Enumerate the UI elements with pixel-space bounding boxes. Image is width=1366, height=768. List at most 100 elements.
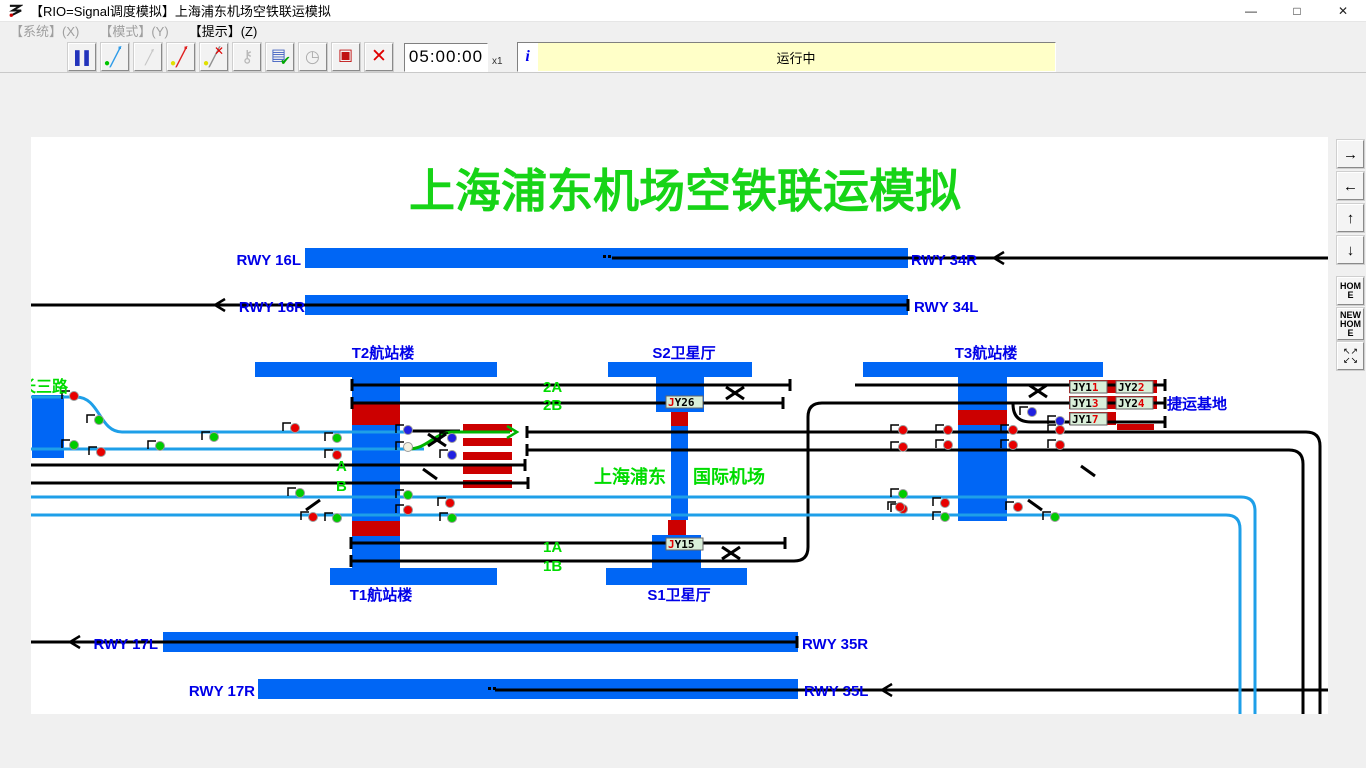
key-unlock-button: ⚷	[233, 43, 261, 71]
signal-light[interactable]	[96, 447, 106, 457]
main-title: 上海浦东机场空铁联运模拟	[409, 165, 961, 217]
fullscreen-button[interactable]: ↖↗↙↘	[1337, 342, 1364, 370]
signal-light[interactable]	[447, 513, 457, 523]
save-button[interactable]: ▣	[332, 43, 360, 71]
timer-button: ◷	[299, 43, 327, 71]
signal-light[interactable]	[1008, 440, 1018, 450]
train-id-box[interactable]	[665, 537, 704, 551]
direction-arrow	[212, 297, 226, 313]
signal-base	[935, 424, 944, 433]
train-id-text: JY11	[1072, 381, 1099, 394]
window-title: 【RIO=Signal调度模拟】上海浦东机场空铁联运模拟	[30, 4, 331, 19]
depot-track	[463, 438, 512, 446]
pan-up-button[interactable]: ↑	[1337, 204, 1364, 232]
train-id-box[interactable]	[1069, 412, 1108, 426]
train-id-box[interactable]	[1115, 396, 1154, 410]
maximize-button[interactable]: □	[1293, 3, 1301, 18]
signal-base	[88, 446, 97, 455]
pause-button[interactable]: ▌▌	[68, 43, 96, 71]
signal-light[interactable]	[898, 489, 908, 499]
signal-light[interactable]	[332, 450, 342, 460]
signal-light[interactable]	[403, 442, 413, 452]
building-label: S1卫星厅	[647, 587, 710, 604]
switch-indicator	[1027, 498, 1043, 512]
depot-track	[463, 424, 512, 432]
menu-hint[interactable]: 【提示】(Z)	[188, 24, 258, 39]
train-id-box[interactable]	[665, 395, 704, 409]
track-label: 2B	[543, 397, 562, 414]
signal-light[interactable]	[1050, 512, 1060, 522]
runway-label: RWY 34R	[911, 252, 977, 269]
signal-base	[1005, 501, 1014, 510]
signal-light[interactable]	[290, 423, 300, 433]
depot-track	[463, 466, 512, 474]
pan-down-button[interactable]: ↓	[1337, 236, 1364, 264]
signal-light[interactable]	[155, 441, 165, 451]
signal-light[interactable]	[1013, 502, 1023, 512]
train-id-text: JY17	[1072, 413, 1099, 426]
signal-light[interactable]	[895, 502, 905, 512]
pan-right-button[interactable]: →	[1337, 140, 1364, 168]
track-label: 2A	[543, 379, 562, 396]
signal-base	[890, 441, 899, 450]
signal-light[interactable]	[940, 512, 950, 522]
signal-light[interactable]	[447, 450, 457, 460]
signal-light[interactable]	[943, 440, 953, 450]
signal-light[interactable]	[94, 415, 104, 425]
signal-light[interactable]	[332, 513, 342, 523]
track-line	[31, 513, 1242, 714]
titlebar: 【RIO=Signal调度模拟】上海浦东机场空铁联运模拟 — □ ✕	[0, 0, 1366, 22]
runway-label: RWY 35L	[804, 683, 868, 700]
signal-light[interactable]	[69, 440, 79, 450]
train-id-box[interactable]	[1115, 380, 1154, 394]
train-id-box[interactable]	[1069, 396, 1108, 410]
signal-base	[395, 504, 404, 513]
signal-light[interactable]	[940, 498, 950, 508]
new-home-button[interactable]: NEW HOME	[1337, 308, 1364, 340]
signal-light[interactable]	[332, 433, 342, 443]
task-list-button[interactable]: ▤✔	[266, 43, 294, 71]
track-line	[527, 430, 1322, 714]
exit-button[interactable]: ✕	[365, 43, 393, 71]
signal-light[interactable]	[403, 490, 413, 500]
close-button[interactable]: ✕	[1337, 3, 1349, 18]
app-icon	[9, 4, 23, 17]
signal-open-button[interactable]: ╱▪●	[101, 43, 129, 71]
signal-light[interactable]	[209, 432, 219, 442]
signal-light[interactable]	[1055, 440, 1065, 450]
minimize-button[interactable]: —	[1245, 3, 1257, 18]
signal-light[interactable]	[1055, 425, 1065, 435]
train-id-text: JY15	[668, 538, 695, 551]
signal-light[interactable]	[308, 512, 318, 522]
terminal-t1-bar	[330, 568, 497, 585]
home-button[interactable]: HOME	[1337, 277, 1364, 305]
track-line	[31, 495, 1257, 714]
signal-light[interactable]	[403, 425, 413, 435]
occupied-block	[671, 412, 688, 426]
signal-light[interactable]	[1055, 416, 1065, 426]
signal-light[interactable]	[69, 391, 79, 401]
terminal-t3-bar	[863, 362, 1103, 377]
signal-base	[300, 511, 309, 520]
signal-base	[439, 432, 448, 441]
signal-light[interactable]	[403, 505, 413, 515]
direction-arrow	[879, 682, 893, 698]
signal-light[interactable]	[447, 433, 457, 443]
signal-light[interactable]	[898, 425, 908, 435]
signal-stop-button[interactable]: ╱▪●	[167, 43, 195, 71]
signal-light[interactable]	[1027, 407, 1037, 417]
train-id-box[interactable]	[1069, 380, 1108, 394]
runway-label: RWY 17R	[189, 683, 255, 700]
signal-base	[1000, 439, 1009, 448]
signal-light[interactable]	[1008, 425, 1018, 435]
signal-light[interactable]	[943, 425, 953, 435]
signal-cancel-button[interactable]: ╱✕●	[200, 43, 228, 71]
direction-arrow	[506, 424, 520, 440]
signal-light[interactable]	[445, 498, 455, 508]
signal-base	[439, 449, 448, 458]
pan-left-button[interactable]: ←	[1337, 172, 1364, 200]
signal-light[interactable]	[295, 488, 305, 498]
signal-light[interactable]	[898, 442, 908, 452]
